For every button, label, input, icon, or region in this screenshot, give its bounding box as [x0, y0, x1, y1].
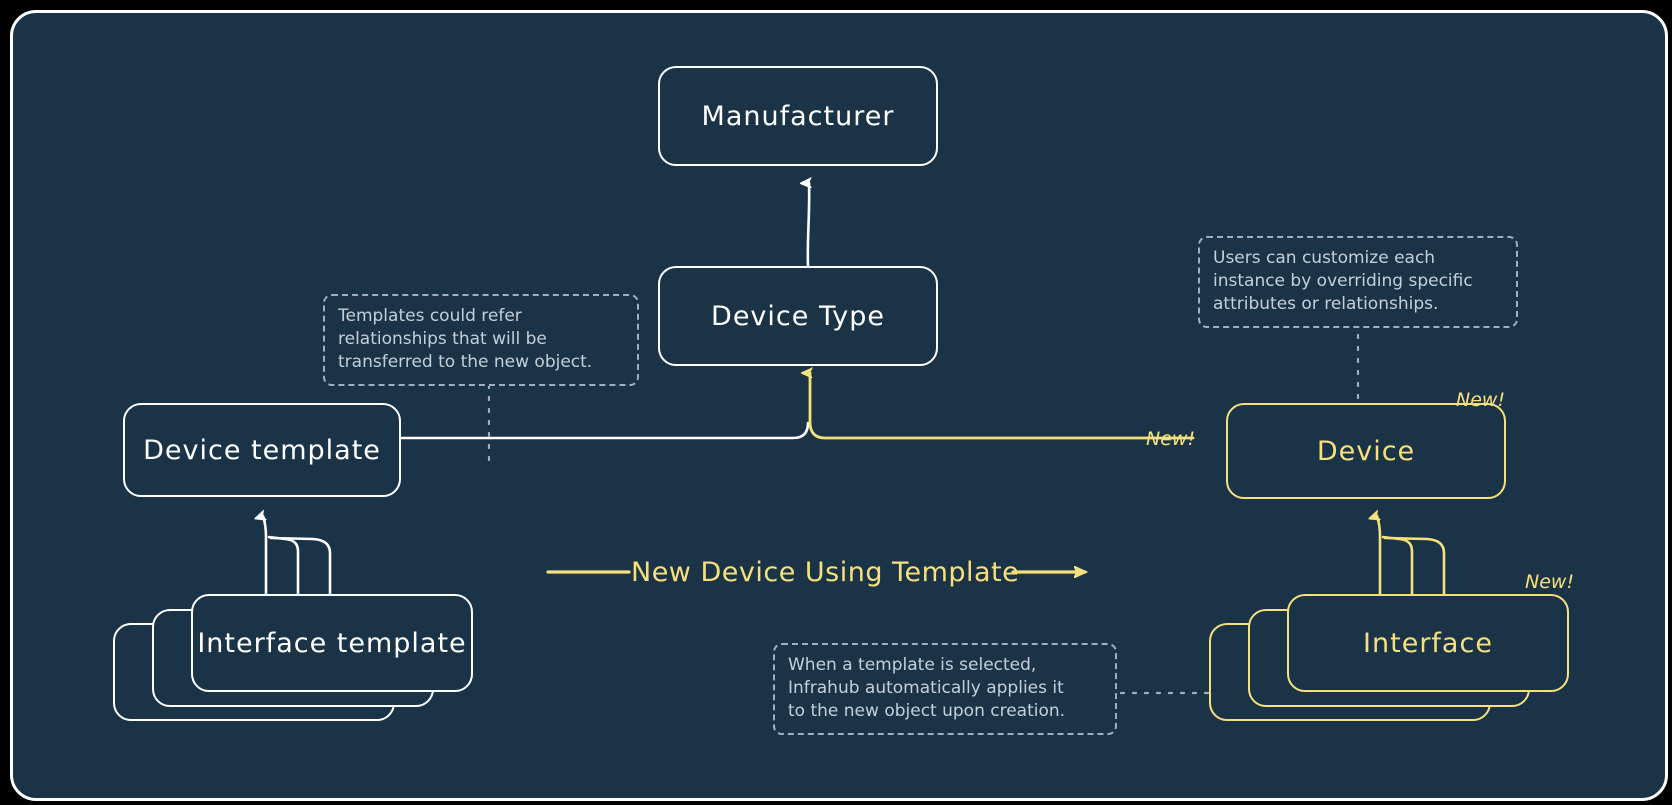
badge-interface-new: New! [1525, 571, 1575, 593]
edge-interfacetemplate-to-devicetemplate [263, 516, 332, 597]
note-templates-refer-line-2: relationships that will be [338, 329, 547, 349]
main-flow-label: New Device Using Template [631, 557, 1020, 588]
node-interface-label: Interface [1363, 627, 1493, 659]
note-auto-apply: When a template is selected, Infrahub au… [773, 643, 1117, 735]
note-users-customize-line-2: instance by overriding specific [1213, 271, 1473, 291]
note-templates-refer: Templates could refer relationships that… [323, 294, 639, 386]
edge-devicetemplate-to-junction [399, 421, 810, 440]
note-users-customize-line-1: Users can customize each [1213, 248, 1436, 268]
note-auto-apply-line-2: Infrahub automatically applies it [788, 678, 1064, 698]
node-manufacturer-label: Manufacturer [701, 100, 895, 132]
edge-device-to-devicetype [810, 373, 1195, 440]
edge-interface-to-device [1377, 516, 1446, 597]
note-auto-apply-line-3: to the new object upon creation. [788, 701, 1066, 721]
note-auto-apply-line-1: When a template is selected, [788, 655, 1037, 675]
badge-device-new: New! [1456, 389, 1506, 411]
note-users-customize: Users can customize each instance by ove… [1198, 236, 1518, 328]
node-device-template[interactable]: Device template [123, 403, 401, 497]
node-interface[interactable]: Interface [1287, 594, 1569, 692]
node-device[interactable]: Device [1226, 403, 1506, 499]
note-users-customize-line-3: attributes or relationships. [1213, 294, 1439, 314]
note-templates-refer-line-1: Templates could refer [338, 306, 522, 326]
node-device-template-label: Device template [143, 434, 381, 466]
note-templates-refer-line-3: transferred to the new object. [338, 352, 593, 372]
node-device-type-label: Device Type [711, 300, 885, 332]
node-interface-template-label: Interface template [197, 627, 467, 659]
node-interface-template[interactable]: Interface template [191, 594, 473, 692]
node-device-label: Device [1316, 435, 1416, 467]
badge-device-edge-new: New! [1146, 428, 1196, 450]
diagram-canvas: Manufacturer Device Type Device template… [10, 10, 1668, 801]
node-manufacturer[interactable]: Manufacturer [658, 66, 938, 166]
node-device-type[interactable]: Device Type [658, 266, 938, 366]
edge-devicetype-to-manufacturer [808, 183, 809, 268]
